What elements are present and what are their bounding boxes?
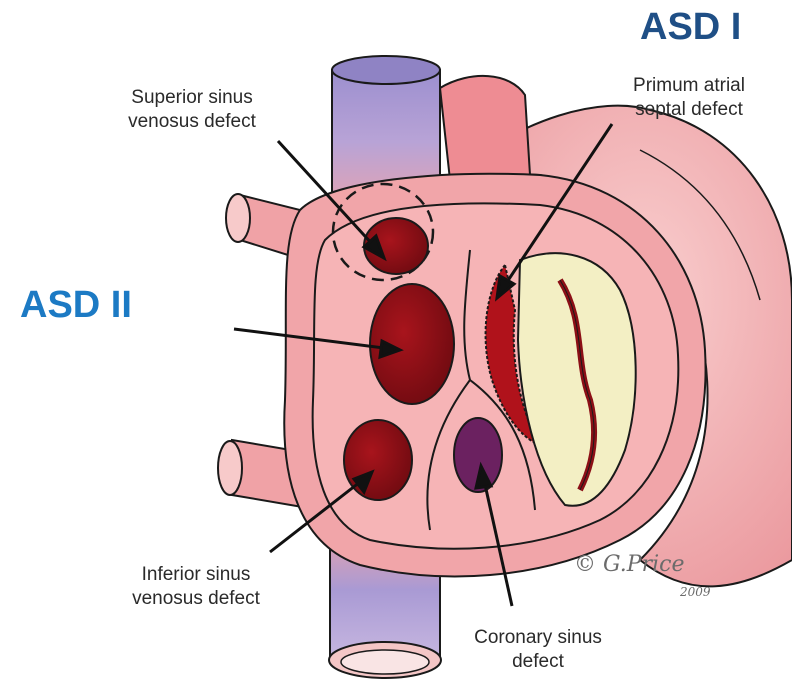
label-line: venosus defect: [92, 110, 292, 134]
label-line: venosus defect: [96, 587, 296, 611]
ivc-opening-inner: [341, 650, 429, 674]
signature-year: 2009: [680, 585, 711, 599]
coronary-sinus-defect-label: Coronary sinus defect: [448, 626, 628, 674]
label-line: defect: [448, 650, 628, 674]
superior-sinus-venosus-defect-label: Superior sinus venosus defect: [92, 86, 292, 134]
asd-ii-heading: ASD II: [20, 284, 132, 327]
label-line: septal defect: [604, 98, 774, 122]
inferior-sinus-venosus-defect-label: Inferior sinus venosus defect: [96, 563, 296, 611]
pulmonary-vein-lower-opening: [218, 441, 242, 495]
pulmonary-vein-upper-opening: [226, 194, 250, 242]
label-line: Coronary sinus: [448, 626, 628, 650]
label-line: Superior sinus: [92, 86, 292, 110]
asd-i-heading: ASD I: [640, 6, 741, 49]
label-line: Primum atrial: [604, 74, 774, 98]
svc-opening: [332, 56, 440, 84]
primum-atrial-septal-defect-label: Primum atrial septal defect: [604, 74, 774, 122]
label-line: Inferior sinus: [96, 563, 296, 587]
aorta: [440, 76, 530, 180]
artist-signature: © G.Price: [574, 552, 684, 577]
